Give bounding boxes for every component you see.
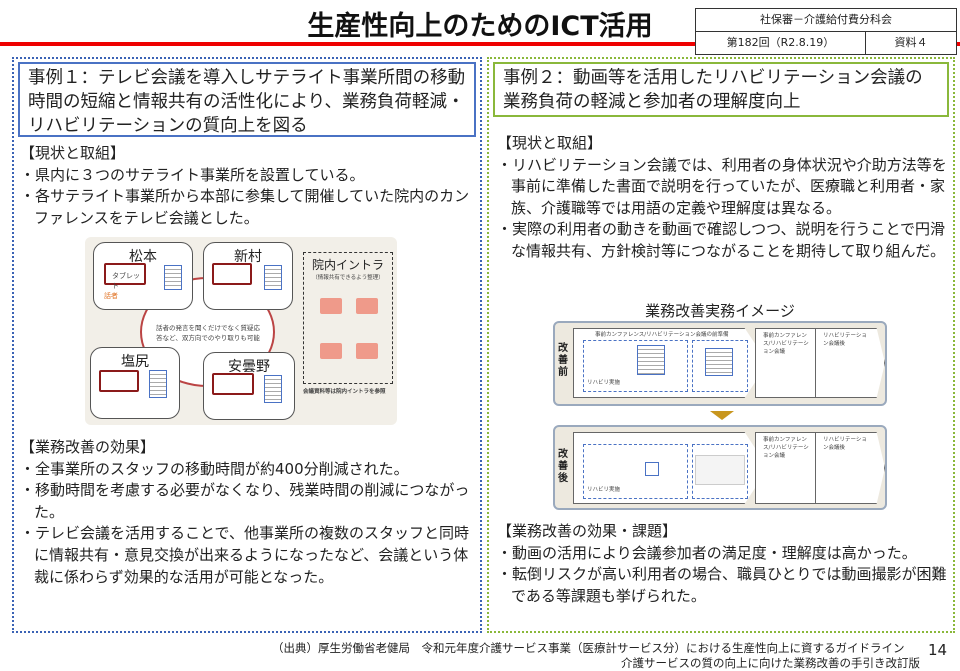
before-label: 改善前 (558, 343, 568, 378)
bullet: ・リハビリテーション会議では、利用者の身体状況や介助方法等を事前に準備した書面で… (497, 155, 947, 217)
case1-current: 【現状と取組】 ・県内に３つのサテライト事業所を設置している。 ・各サテライト事… (20, 143, 475, 229)
step1-label: 事前カンファレンス/リハビリテーション会議の前準備 (595, 332, 729, 338)
section-label: 【業務改善の効果・課題】 (497, 522, 678, 540)
bullet: ・動画の活用により会議参加者の満足度・理解度は高かった。 (497, 543, 917, 562)
bullet: ・全事業所のスタッフの移動時間が約400分削減された。 (20, 459, 409, 478)
bullet: ・テレビ会議を活用することで、他事業所の複数のスタッフと同時に情報共有・意見交換… (20, 524, 469, 586)
bullet: ・実際の利用者の動きを動画で確認しつつ、説明を行うことで円滑な情報共有、方針検討… (497, 220, 946, 260)
folder-icon (320, 343, 342, 359)
site-name: 松本 (129, 249, 157, 265)
source-line2: 介護サービスの質の向上に向けた業務改善の手引き改訂版 (621, 656, 920, 670)
case2-effects: 【業務改善の効果・課題】 ・動画の活用により会議参加者の満足度・理解度は高かった… (497, 521, 949, 607)
bullet: ・移動時間を考慮する必要がなくなり、残業時間の削減につながった。 (20, 481, 470, 521)
intranet-box: 院内イントラ （情報共有できるよう整理） (303, 252, 393, 384)
site-matsumoto: 松本 タブレット 話者 (93, 242, 193, 310)
videoconference-diagram: 話者の発言を聞くだけでなく質疑応答など、双方向でのやり取りも可能 松本 タブレッ… (85, 237, 397, 425)
case1-effects: 【業務改善の効果】 ・全事業所のスタッフの移動時間が約400分削減された。 ・移… (20, 437, 475, 588)
after-label: 改善後 (558, 449, 568, 484)
bullet: ・県内に３つのサテライト事業所を設置している。 (20, 165, 365, 184)
folder-icon (356, 298, 378, 314)
case1-panel (12, 57, 482, 633)
folder-icon (356, 343, 378, 359)
section-label: 【現状と取組】 (20, 144, 126, 162)
meta-box: 社保審－介護給付費分科会 第182回（R2.8.19） 資料４ (695, 8, 957, 55)
case2-heading: 事例２：動画等を活用したリハビリテーション会議の業務負荷の軽減と参加者の理解度向… (493, 62, 949, 117)
intranet-label: 院内イントラ (311, 258, 384, 272)
session-number: 第182回（R2.8.19） (696, 32, 866, 54)
before-flow: 改善前 事前カンファレンス/リハビリテーション会議の前準備 リハビリ実施 事前カ… (553, 321, 887, 406)
rehab-label: リハビリ実施 (587, 487, 621, 493)
committee-name: 社保審－介護給付費分科会 (696, 9, 956, 32)
site-shiojiri: 塩尻 (90, 347, 180, 419)
after-flow: 改善後 リハビリ実施 事前カンファレンス/リハビリテーション会議 リハビリテーシ… (553, 425, 887, 510)
site-name: 安曇野 (228, 359, 270, 375)
center-caption: 話者の発言を聞くだけでなく質疑応答など、双方向でのやり取りも可能 (156, 324, 260, 342)
site-azumino: 安曇野 (203, 352, 295, 420)
folder-icon (320, 298, 342, 314)
intranet-note: 会議資料等は院内イントラを参照 (303, 389, 386, 395)
page-number: 14 (928, 641, 948, 659)
section-label: 【業務改善の効果】 (20, 438, 156, 456)
bullet: ・各サテライト事業所から本部に参集して開催していた院内のカンファレンスをテレビ会… (20, 187, 470, 227)
title-rule (0, 42, 960, 46)
page-title: 生産性向上のためのICT活用 (307, 11, 653, 42)
source-line1: （出典）厚生労働省老健局 令和元年度介護サービス事業（医療計サービス分）における… (272, 641, 905, 655)
rehab-label: リハビリ実施 (587, 380, 621, 386)
section-label: 【現状と取組】 (497, 134, 603, 152)
case2-current: 【現状と取組】 ・リハビリテーション会議では、利用者の身体状況や介助方法等を事前… (497, 133, 949, 263)
site-name: 新村 (234, 249, 262, 265)
step2-label: 事前カンファレンス/リハビリテーション会議 (763, 333, 809, 355)
tablet-label: タブレット (112, 272, 140, 290)
video-camera-icon (645, 462, 659, 476)
site-name: 塩尻 (121, 354, 149, 370)
site-niimura: 新村 (203, 242, 293, 310)
down-arrow-icon (710, 411, 734, 420)
speaker-label: 話者 (104, 292, 118, 300)
case2-panel (487, 57, 955, 633)
intranet-sub: （情報共有できるよう整理） (312, 275, 384, 281)
document-number: 資料４ (894, 36, 928, 49)
step3-label: リハビリテーション会議後 (823, 437, 867, 451)
step2-label: 事前カンファレンス/リハビリテーション会議 (763, 437, 809, 459)
bullet: ・転倒リスクが高い利用者の場合、職員ひとりでは動画撮影が困難である等課題も挙げら… (497, 565, 947, 605)
chart-thumbnail (695, 455, 745, 485)
case1-heading: 事例１：テレビ会議を導入しサテライト事業所間の移動時間の短縮と情報共有の活性化に… (18, 62, 476, 137)
step3-label: リハビリテーション会議後 (823, 333, 867, 347)
image-title: 業務改善実務イメージ (645, 302, 795, 320)
